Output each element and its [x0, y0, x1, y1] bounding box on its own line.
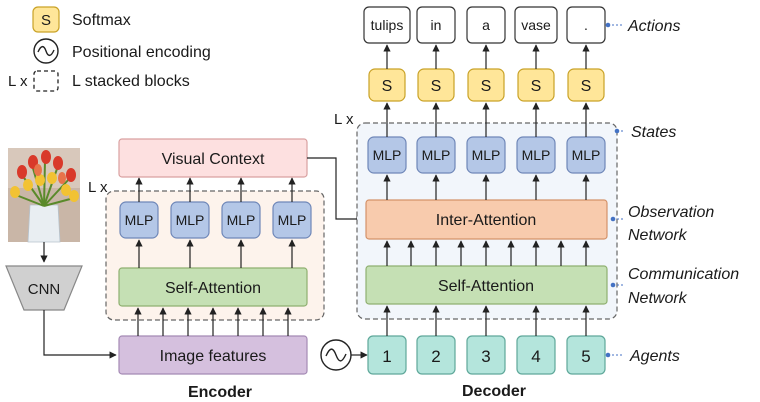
- states-annotation: States: [631, 124, 676, 141]
- encoder-mlp-row: MLP MLP MLP MLP: [119, 201, 312, 239]
- agent-label: 4: [531, 347, 540, 366]
- wave-icon: [325, 348, 347, 362]
- agent-label: 1: [382, 347, 391, 366]
- visual-context-label: Visual Context: [162, 151, 265, 168]
- softmax-legend-icon: [32, 6, 60, 33]
- legend: S Softmax Positional encoding L x L stac…: [8, 6, 211, 92]
- decoder-mlp-label: MLP: [472, 147, 501, 163]
- action-token-label: in: [431, 17, 442, 33]
- action-token: [466, 6, 506, 44]
- action-token: [416, 6, 456, 44]
- wave-icon: [37, 45, 55, 57]
- action-token: [363, 6, 411, 44]
- decoder-self-attention-label: Self-Attention: [438, 278, 534, 295]
- annotation-labels: Actions States Observation Network Commu…: [627, 18, 739, 365]
- decoder-caption: Decoder: [462, 383, 526, 400]
- agent-label: 2: [431, 347, 440, 366]
- cnn-block: [5, 265, 83, 311]
- softmax-label: S: [431, 78, 442, 95]
- actions-annotation: Actions: [627, 18, 680, 35]
- softmax-label: S: [481, 78, 492, 95]
- encoder-mlp-label: MLP: [278, 212, 307, 228]
- agents-annotation: Agents: [629, 348, 680, 365]
- softmax-legend-label: Softmax: [72, 12, 131, 29]
- decoder-stack-label: L x: [334, 111, 354, 128]
- annotation-dots: [605, 22, 620, 358]
- encoder-mlp-label: MLP: [125, 212, 154, 228]
- image-features-label: Image features: [160, 348, 267, 365]
- encoder: CNN L x Image features Self-Attention: [5, 138, 325, 401]
- action-token-label: .: [584, 17, 588, 33]
- agent-label: 3: [481, 347, 490, 366]
- softmax-label: S: [531, 78, 542, 95]
- decoder-mlp-label: MLP: [572, 147, 601, 163]
- decoder-mlp-label: MLP: [422, 147, 451, 163]
- cnn-label: CNN: [28, 281, 61, 298]
- action-token-label: tulips: [371, 17, 404, 33]
- stacked-legend-prefix: L x: [8, 73, 28, 90]
- communication-annotation-line1: Communication: [628, 266, 739, 283]
- encoder-mlp-label: MLP: [227, 212, 256, 228]
- decoder-mlp-label: MLP: [522, 147, 551, 163]
- action-token-label: vase: [521, 17, 551, 33]
- action-row: tulips in a vase .: [363, 6, 606, 44]
- encoder-mlp-label: MLP: [176, 212, 205, 228]
- softmax-row: S S S S S: [368, 68, 605, 102]
- softmax-label: S: [382, 78, 393, 95]
- decoder: L x 1 2 3 4 5 Self-Attention: [334, 6, 618, 400]
- decoder-mlp-label: MLP: [373, 147, 402, 163]
- agent-row: 1 2 3 4 5: [367, 335, 606, 375]
- softmax-label: S: [581, 78, 592, 95]
- observation-annotation-line2: Network: [628, 227, 688, 244]
- positional-encoding-legend-label: Positional encoding: [72, 44, 211, 61]
- softmax-legend-symbol: S: [41, 12, 51, 29]
- agent-label: 5: [581, 347, 590, 366]
- action-token-label: a: [482, 17, 490, 33]
- stacked-legend-icon: [33, 70, 59, 92]
- inter-attention-label: Inter-Attention: [436, 212, 537, 229]
- action-token: [514, 6, 558, 44]
- encoder-self-attention-block: [118, 267, 308, 307]
- encoder-stack-label: L x: [88, 179, 108, 196]
- stacked-legend-label: L stacked blocks: [72, 73, 190, 90]
- communication-annotation-line2: Network: [628, 290, 688, 307]
- encoder-self-attention-label: Self-Attention: [165, 280, 261, 297]
- decoder-mlp-row: MLP MLP MLP MLP MLP: [367, 136, 606, 174]
- visual-context-to-inter-attention-arrow: [307, 157, 364, 223]
- input-image: [8, 148, 80, 243]
- observation-annotation-line1: Observation: [628, 204, 714, 221]
- action-token: [566, 6, 606, 44]
- encoder-caption: Encoder: [188, 384, 252, 401]
